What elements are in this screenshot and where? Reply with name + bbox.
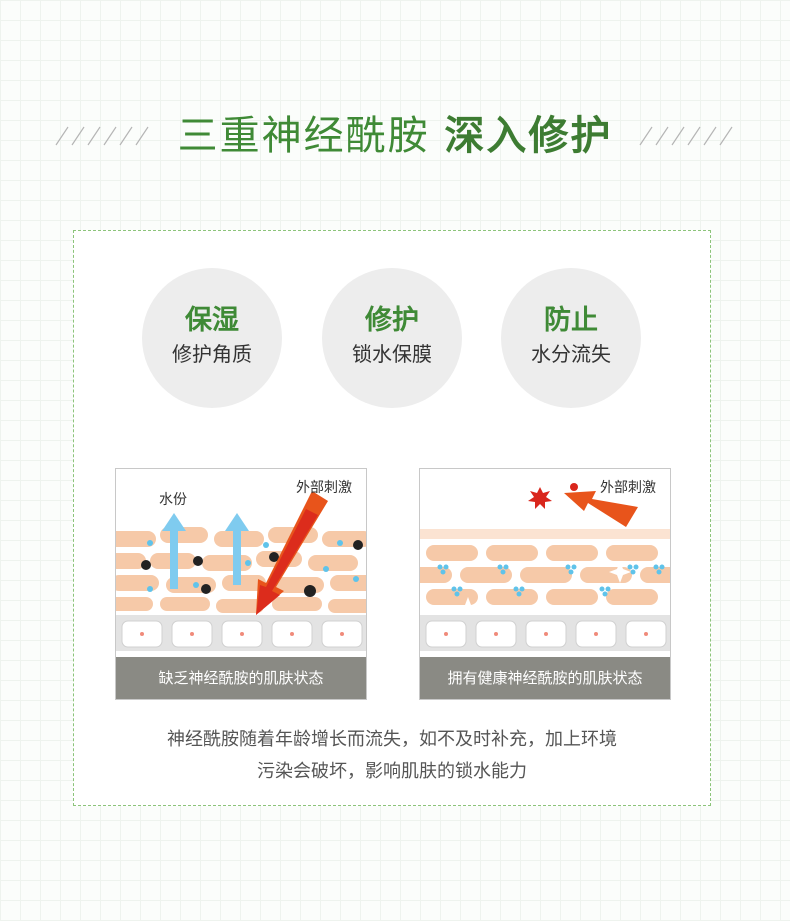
title-bold-text: 深入修护 [444, 113, 613, 159]
benefit-main-label: 防止 [544, 305, 598, 336]
benefit-sub-label: 锁水保膜 [352, 342, 432, 366]
benefit-main-label: 修护 [365, 305, 419, 336]
title-section: 三重神经酰胺 深入修护 [0, 108, 790, 164]
skin-panel-deficient: 水份 外部刺激 缺乏神经酰胺的肌肤状态 [115, 468, 367, 700]
benefit-moisturize: 保湿 修护角质 [142, 268, 282, 408]
benefit-sub-label: 修护角质 [172, 342, 252, 366]
description-text: 神经酰胺随着年龄增长而流失，如不及时补充，加上环境 污染会破坏，影响肌肤的锁水能… [73, 724, 711, 788]
irritant-label: 外部刺激 [600, 480, 656, 496]
title-light-text: 三重神经酰胺 [177, 113, 430, 159]
description-line-1: 神经酰胺随着年龄增长而流失，如不及时补充，加上环境 [167, 729, 617, 750]
skin-illustration-healthy [420, 483, 670, 651]
benefit-repair: 修护 锁水保膜 [322, 268, 462, 408]
skin-panel-healthy: 外部刺激 拥有健康神经酰胺的肌肤状态 [419, 468, 671, 700]
page-title: 三重神经酰胺 深入修护 [0, 108, 790, 164]
decorative-slashes-left [55, 126, 149, 146]
panel-caption: 缺乏神经酰胺的肌肤状态 [116, 657, 366, 699]
benefit-sub-label: 水分流失 [531, 342, 611, 366]
benefit-prevent: 防止 水分流失 [501, 268, 641, 408]
skin-illustration-deficient [116, 491, 366, 651]
benefit-main-label: 保湿 [185, 305, 239, 336]
panel-caption: 拥有健康神经酰胺的肌肤状态 [420, 657, 670, 699]
irritant-label: 外部刺激 [296, 480, 352, 496]
description-line-2: 污染会破坏，影响肌肤的锁水能力 [257, 761, 527, 782]
water-label: 水份 [159, 492, 187, 508]
decorative-slashes-right [639, 126, 733, 146]
